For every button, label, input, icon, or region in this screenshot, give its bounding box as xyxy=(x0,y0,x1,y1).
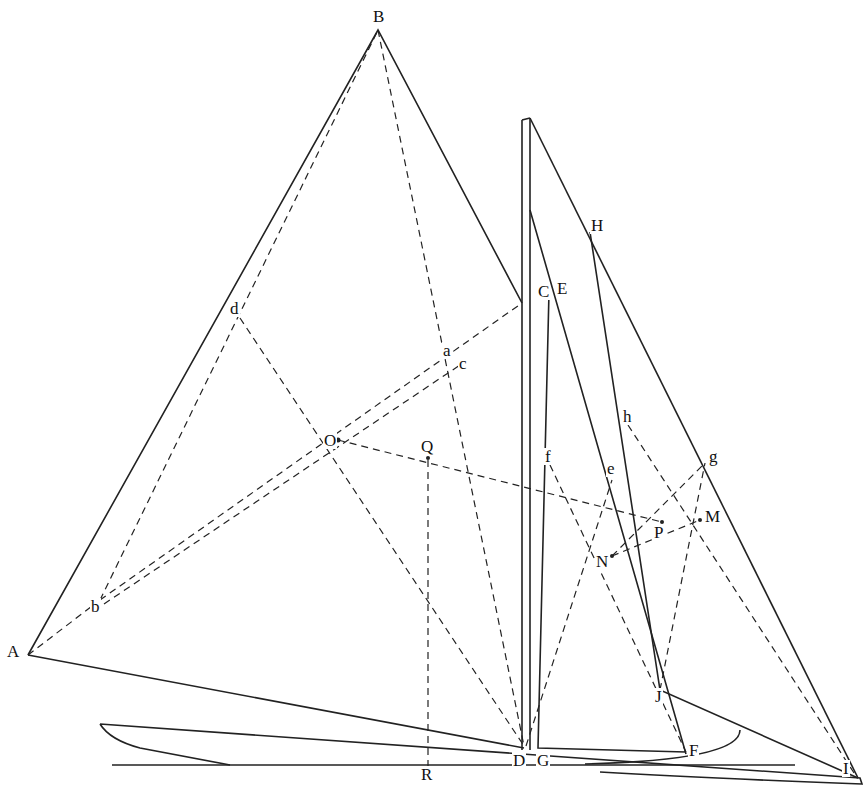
point-label: d xyxy=(229,300,240,317)
point-label: e xyxy=(606,460,616,477)
point-label: E xyxy=(556,280,568,297)
point-label: h xyxy=(622,408,633,425)
hull-keel xyxy=(585,730,740,764)
mainsail-outline xyxy=(28,30,522,655)
staysail-outline xyxy=(530,210,686,754)
main-boom xyxy=(28,655,524,748)
construction-lines xyxy=(28,30,856,776)
hull xyxy=(100,724,862,784)
point-label: a xyxy=(442,342,452,359)
point-label: c xyxy=(458,355,468,372)
point-label: R xyxy=(420,766,433,783)
point-label: C xyxy=(537,283,550,300)
point-label: b xyxy=(90,598,101,615)
point-label: I xyxy=(842,760,850,777)
mast xyxy=(522,118,530,750)
point-label: J xyxy=(654,688,663,705)
jib-outline xyxy=(590,232,858,778)
point-label: H xyxy=(590,217,604,234)
point-label: M xyxy=(704,508,721,525)
point-label: g xyxy=(708,448,719,465)
point-label: P xyxy=(653,524,664,541)
point-label: B xyxy=(372,8,385,25)
point-label: F xyxy=(688,742,699,759)
point-label: N xyxy=(595,553,609,570)
point-label: G xyxy=(536,752,550,769)
point-label: O xyxy=(323,432,337,449)
forestay xyxy=(530,118,858,778)
waterline xyxy=(112,764,795,766)
point-label: Q xyxy=(420,438,434,455)
construction-points xyxy=(336,438,703,559)
point-label: A xyxy=(6,643,20,660)
point-label: D xyxy=(512,752,526,769)
point-label: f xyxy=(544,448,552,465)
